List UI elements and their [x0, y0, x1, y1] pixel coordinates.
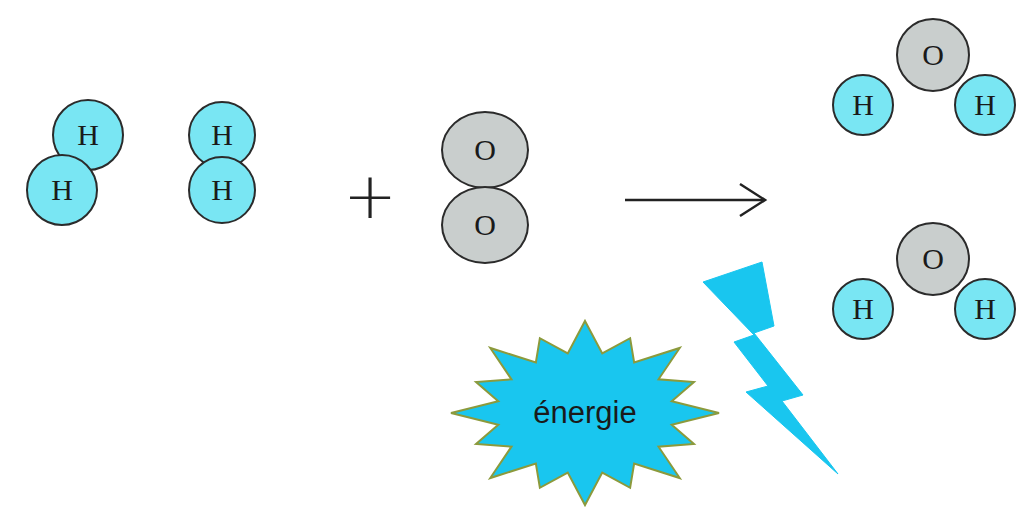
oxygen-atom: O [441, 111, 529, 189]
atom-symbol: O [922, 40, 944, 70]
atom-symbol: H [211, 120, 233, 150]
hydrogen-atom: H [188, 156, 256, 224]
atom-symbol: H [77, 120, 99, 150]
plus-sign: + [343, 164, 397, 228]
hydrogen-atom: H [954, 74, 1016, 136]
atom-symbol: H [974, 90, 996, 120]
energy-burst: énergie [448, 318, 722, 508]
reaction-arrow [625, 199, 764, 202]
atom-symbol: H [211, 175, 233, 205]
atom-symbol: H [51, 175, 73, 205]
starburst-outline [451, 321, 719, 505]
atom-symbol: O [922, 244, 944, 274]
hydrogen-atom: H [954, 278, 1016, 340]
oxygen-atom: O [896, 222, 970, 296]
lightning-bolt [703, 262, 838, 474]
atom-symbol: H [852, 90, 874, 120]
atom-symbol: H [974, 294, 996, 324]
oxygen-atom: O [441, 186, 529, 264]
atom-symbol: O [474, 210, 496, 240]
energy-label: énergie [533, 396, 636, 430]
oxygen-atom: O [896, 18, 970, 92]
hydrogen-atom: H [26, 154, 98, 226]
hydrogen-atom: H [832, 74, 894, 136]
hydrogen-atom: H [832, 278, 894, 340]
arrow-head [740, 184, 765, 216]
atom-symbol: H [852, 294, 874, 324]
atom-symbol: O [474, 135, 496, 165]
